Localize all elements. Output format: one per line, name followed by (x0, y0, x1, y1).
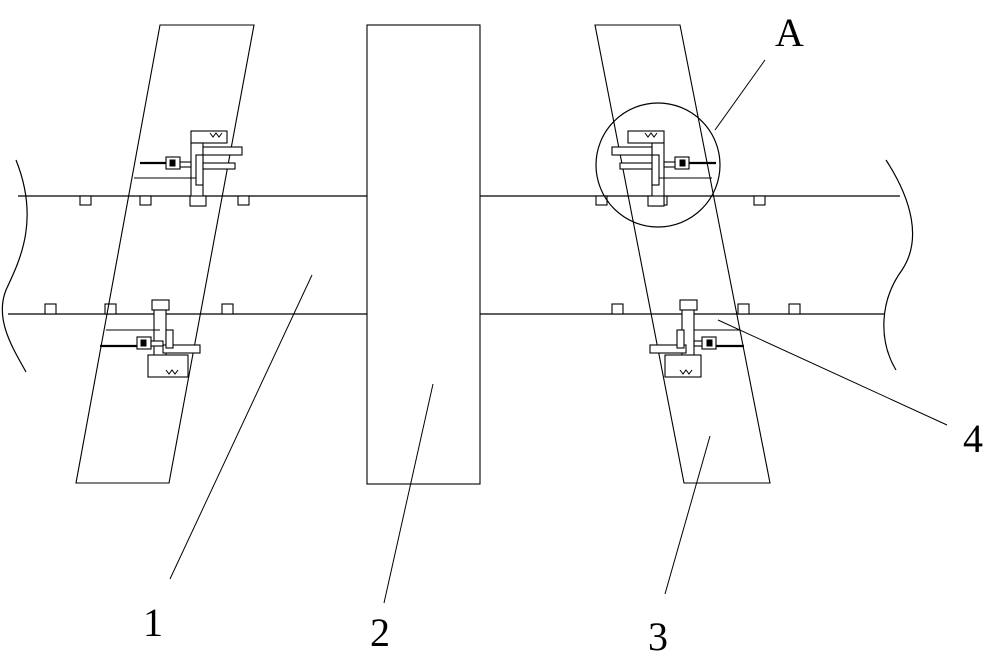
clamp-foot (647, 195, 665, 207)
clamp-housing (627, 130, 665, 144)
clamp-arm (649, 344, 687, 354)
clamp-lower-right (649, 299, 744, 378)
label-part-2: 2 (370, 610, 390, 655)
leader-line-a (714, 59, 766, 131)
detail-circle-a (595, 102, 721, 228)
key (237, 195, 250, 206)
clamp-arm (611, 146, 653, 156)
leader-lines (169, 59, 948, 604)
clamp-housing (147, 354, 189, 378)
clamp-plate (619, 162, 653, 170)
key (104, 303, 117, 315)
clamp-upper-right (611, 130, 716, 207)
clamp-lower-left (100, 299, 201, 378)
leader-line-1 (169, 274, 313, 580)
clamp-housing (190, 130, 228, 144)
key (753, 195, 766, 206)
shaft (1, 159, 914, 373)
key (44, 303, 57, 315)
leader-line-4 (717, 319, 948, 426)
leader-line-3 (664, 435, 711, 595)
clamp-upper-left (134, 130, 243, 207)
clamp-arm (162, 344, 201, 354)
bolt-head-icon (679, 159, 686, 167)
key (221, 303, 234, 315)
key (139, 195, 152, 206)
clamp-link (693, 340, 703, 347)
key (788, 303, 801, 315)
label-detail-a: A (775, 10, 804, 55)
clamp-post (676, 329, 685, 349)
spring-icon (644, 132, 658, 138)
label-part-3: 3 (648, 614, 668, 659)
clamp-housing (664, 354, 702, 378)
right-slanted-plate (594, 24, 771, 484)
left-slanted-plate (75, 24, 255, 484)
clamp-link (150, 340, 164, 347)
clamp-post (195, 154, 204, 186)
clamp-foot (189, 195, 207, 207)
clamp-link (179, 161, 192, 168)
spring-icon (679, 369, 693, 375)
left-break-line (1, 159, 28, 373)
bolt-head-icon (140, 339, 147, 347)
clamp-link (663, 161, 676, 168)
label-part-1: 1 (143, 600, 163, 645)
clamp-foot (679, 299, 698, 311)
leader-line-2 (383, 383, 434, 604)
clamp-arm (202, 146, 243, 156)
center-block (366, 24, 481, 485)
clamp-post (651, 154, 660, 186)
clamp-plate (202, 162, 236, 170)
bolt-head-icon (169, 159, 176, 167)
spring-icon (209, 132, 223, 138)
clamp-foot (151, 299, 170, 311)
key (611, 303, 624, 315)
key (79, 195, 92, 206)
label-part-4: 4 (963, 416, 983, 461)
right-break-line (883, 159, 914, 371)
clamp-post (165, 329, 174, 349)
bolt-head-icon (706, 339, 713, 347)
key (737, 303, 750, 315)
spring-icon (165, 369, 179, 375)
